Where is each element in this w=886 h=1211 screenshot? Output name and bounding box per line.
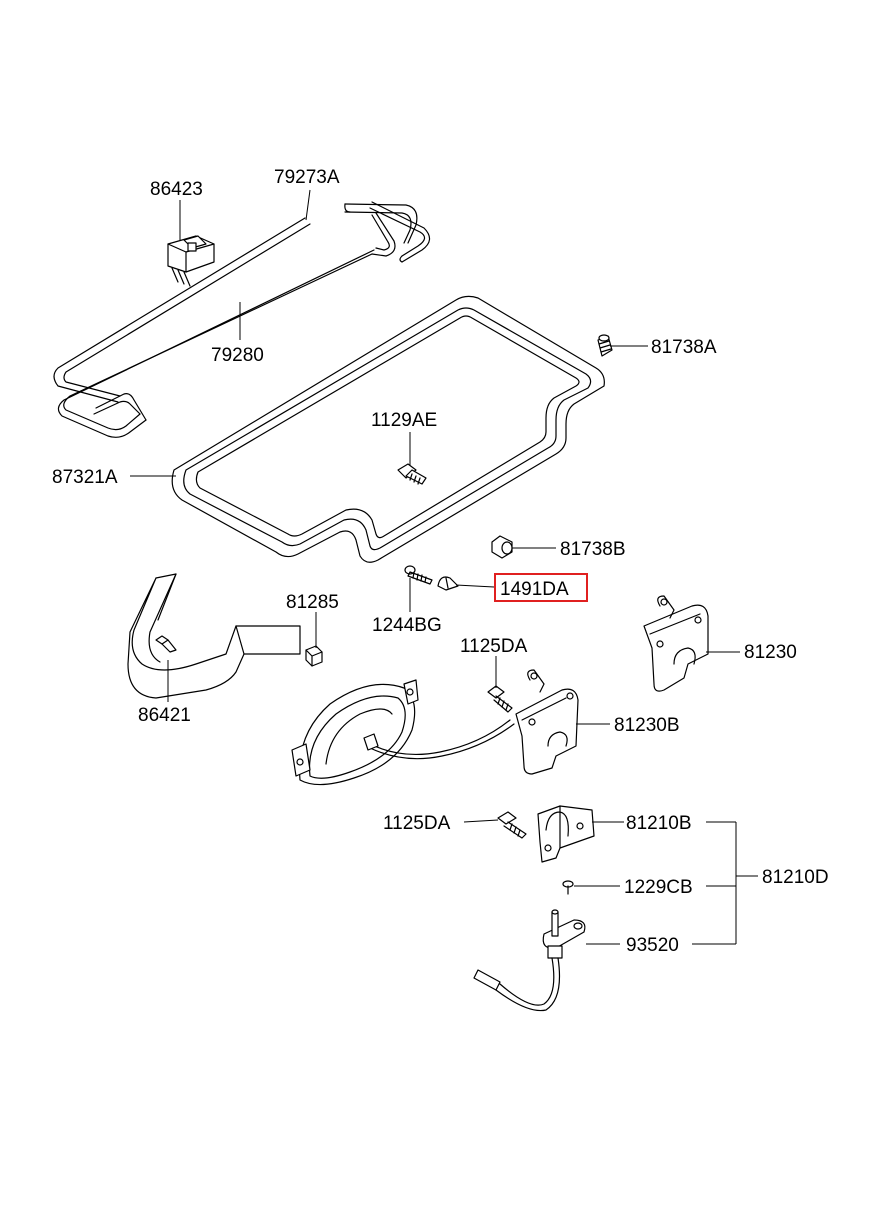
part-labels: 86423 79273A 79280 81738A 1129AE 87321A … <box>52 167 829 956</box>
label-79280[interactable]: 79280 <box>211 345 264 366</box>
screw-1244BG[interactable] <box>404 565 433 585</box>
label-1244BG[interactable]: 1244BG <box>372 615 442 636</box>
highlight-box-1491DA <box>494 573 588 602</box>
trunk-lamp-assembly[interactable] <box>291 679 515 786</box>
striker-81210B[interactable] <box>537 805 595 863</box>
bumper-81738B[interactable] <box>491 535 513 559</box>
label-1129AE[interactable]: 1129AE <box>371 410 437 431</box>
label-81285[interactable]: 81285 <box>286 592 339 613</box>
switch-93520[interactable] <box>473 909 586 1012</box>
screw-1229CB[interactable] <box>562 880 574 895</box>
latch-81230[interactable] <box>643 595 709 692</box>
torsion-bar-79280[interactable] <box>57 212 396 438</box>
label-81738B[interactable]: 81738B <box>560 539 626 560</box>
label-81210D[interactable]: 81210D <box>762 867 829 888</box>
weatherstrip-87321A[interactable] <box>171 295 605 563</box>
clip-86423[interactable] <box>167 235 215 287</box>
label-81738A[interactable]: 81738A <box>651 337 717 358</box>
handle-86421[interactable] <box>127 573 301 699</box>
bolt-1125DA-upper[interactable] <box>487 685 513 713</box>
label-87321A[interactable]: 87321A <box>52 467 118 488</box>
label-79273A[interactable]: 79273A <box>274 167 340 188</box>
label-81230B[interactable]: 81230B <box>614 715 680 736</box>
label-81230[interactable]: 81230 <box>744 642 797 663</box>
label-86423[interactable]: 86423 <box>150 179 203 200</box>
latch-81230B[interactable] <box>515 669 579 775</box>
label-1125DA-lower[interactable]: 1125DA <box>383 813 451 834</box>
label-1491DA[interactable]: 1491DA <box>500 579 569 600</box>
torsion-bar-79273A[interactable] <box>53 201 431 403</box>
nut-81285[interactable] <box>305 645 323 667</box>
bolt-1129AE[interactable] <box>397 463 427 485</box>
label-1229CB[interactable]: 1229CB <box>624 877 693 898</box>
label-1125DA-upper[interactable]: 1125DA <box>460 636 528 657</box>
stopper-81738A[interactable] <box>597 334 613 357</box>
bolt-1125DA-lower[interactable] <box>497 811 527 839</box>
label-93520[interactable]: 93520 <box>626 935 679 956</box>
label-81210B[interactable]: 81210B <box>626 813 692 834</box>
leader-lines <box>130 189 758 945</box>
clip-1491DA[interactable] <box>437 576 459 591</box>
label-86421[interactable]: 86421 <box>138 705 191 726</box>
